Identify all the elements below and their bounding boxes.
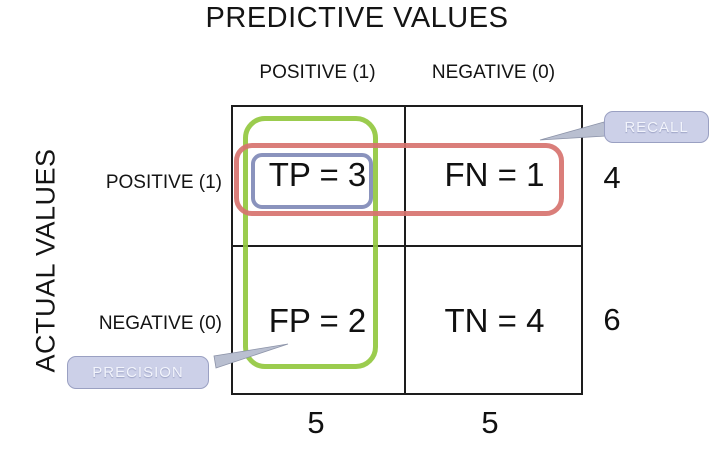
column-header-negative: NEGATIVE (0) [431,62,556,83]
cell-false-negative: FN = 1 [444,156,545,193]
row-total-positive: 4 [603,160,621,195]
column-header-positive: POSITIVE (1) [259,62,376,83]
true-positive-highlight-outline [251,153,373,209]
matrix-horizontal-divider [231,245,583,247]
recall-highlight-outline [234,143,564,216]
row-header-negative: NEGATIVE (0) [98,313,222,334]
precision-callout-connector [213,343,289,369]
column-total-positive: 5 [307,405,325,440]
precision-highlight-outline [243,116,378,369]
actual-values-title: ACTUAL VALUES [30,148,61,373]
column-total-negative: 5 [481,405,499,440]
matrix-border [231,105,583,395]
cell-true-negative: TN = 4 [444,302,545,339]
recall-badge[interactable]: RECALL [604,111,709,143]
matrix-vertical-divider [404,105,406,395]
row-header-positive: POSITIVE (1) [105,172,222,193]
predictive-values-title: PREDICTIVE VALUES [205,2,509,34]
row-total-negative: 6 [603,302,621,337]
precision-badge[interactable]: PRECISION [67,356,209,389]
cell-true-positive: TP = 3 [268,156,367,193]
cell-false-positive: FP = 2 [268,302,367,339]
